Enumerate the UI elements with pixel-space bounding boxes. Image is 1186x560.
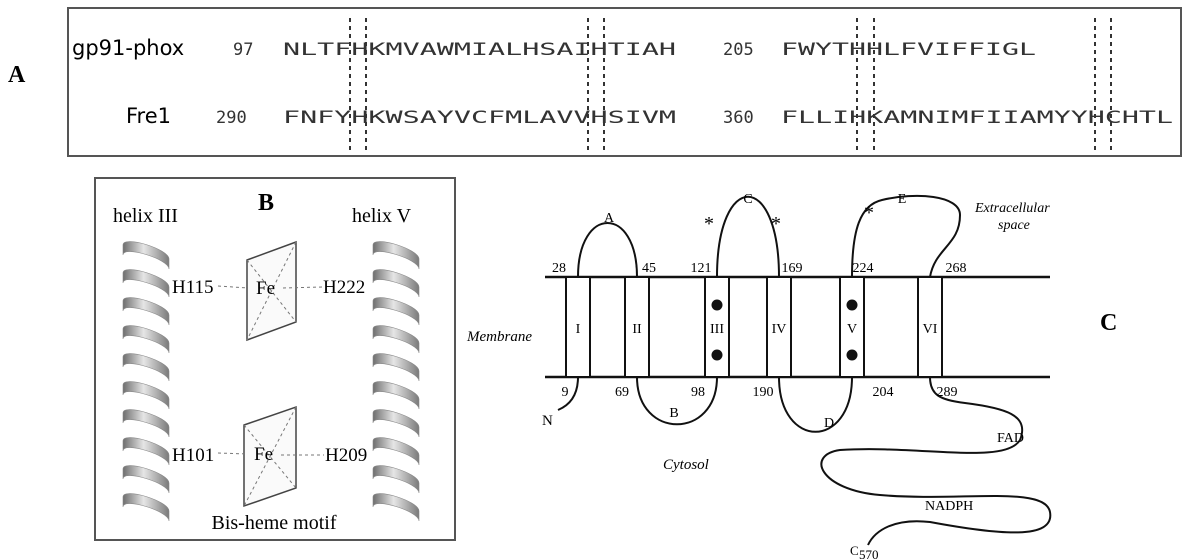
helix-turn <box>122 437 170 466</box>
heme-dot <box>846 349 858 361</box>
c-terminus-tail <box>820 376 1052 546</box>
n-terminus-label: N <box>542 413 553 429</box>
helix-label-v: V <box>847 322 857 337</box>
heme-dot <box>711 299 723 311</box>
bis-heme-caption: Bis-heme motif <box>212 512 337 534</box>
helix-turn <box>372 325 420 354</box>
heme-bottom-bonds <box>217 406 324 507</box>
sequence-name-fre1: Fre1 <box>126 104 171 128</box>
glycosylation-mark: * <box>771 213 781 235</box>
loop-label-e: E <box>898 192 907 207</box>
helix-turn <box>372 241 420 270</box>
residue-h209: H209 <box>325 445 367 466</box>
loop-label-d: D <box>824 416 834 431</box>
panel-a-label: A <box>8 62 26 88</box>
sequence-gp91-segment-1: NLTFHKMVAWMIALHSAIHTIAH <box>283 40 676 60</box>
residue-number-45: 45 <box>642 261 656 276</box>
loop-c <box>716 196 780 278</box>
heme-dot <box>846 299 858 311</box>
tm-helix-ii <box>624 276 650 378</box>
helix-turn <box>372 493 420 522</box>
sequence-name-gp91: gp91-phox <box>72 36 184 60</box>
helix-label-vi: VI <box>923 322 938 337</box>
loop-a <box>577 222 638 278</box>
residue-number-224: 224 <box>853 261 874 276</box>
residue-number-169: 169 <box>782 261 803 276</box>
helix-turn <box>122 409 170 438</box>
helix-label-i: I <box>576 322 581 337</box>
helix-turn <box>372 437 420 466</box>
sequence-start-fre1-1: 290 <box>216 108 247 128</box>
residue-number-9: 9 <box>562 385 569 400</box>
helix-label-iii: III <box>710 322 724 337</box>
loop-e <box>851 194 962 278</box>
c-terminus-label: C <box>850 543 859 558</box>
sequence-fre1-segment-1: FNFYHKWSAYVCFMLAVVHSIVM <box>283 108 676 128</box>
extracellular-label: Extracellular <box>974 201 1050 216</box>
residue-number-69: 69 <box>615 385 629 400</box>
helix-iii-ribbon <box>122 241 170 522</box>
residue-h101: H101 <box>172 445 214 466</box>
cytosol-label: Cytosol <box>663 457 709 473</box>
residue-number-204: 204 <box>873 385 894 400</box>
loop-d <box>778 376 853 433</box>
panel-a-box <box>67 7 1182 157</box>
loop-label-a: A <box>604 211 615 226</box>
extracellular-space-label: space <box>998 218 1030 233</box>
glycosylation-mark: * <box>704 213 714 235</box>
loop-label-c: C <box>743 192 752 207</box>
residue-number-289: 289 <box>937 385 958 400</box>
nadph-domain-label: NADPH <box>925 499 973 514</box>
helix-label-ii: II <box>632 322 642 337</box>
helix-turn <box>122 493 170 522</box>
residue-number-28: 28 <box>552 261 566 276</box>
loop-b <box>636 376 718 426</box>
residue-number-190: 190 <box>753 385 774 400</box>
residue-h115: H115 <box>172 277 214 298</box>
sequence-start-fre1-2: 360 <box>723 108 754 128</box>
helix-turn <box>372 353 420 382</box>
residue-number-121: 121 <box>691 261 712 276</box>
heme-dot <box>711 349 723 361</box>
helix-turn <box>122 465 170 494</box>
helix-turn <box>122 353 170 382</box>
residue-h222: H222 <box>323 277 365 298</box>
sequence-start-gp91-2: 205 <box>723 40 754 60</box>
helix-turn <box>122 325 170 354</box>
helix-iii-label: helix III <box>113 205 178 227</box>
heme-top-fe: Fe <box>256 278 275 299</box>
helix-turn <box>372 465 420 494</box>
heme-top-bonds <box>217 241 323 341</box>
membrane-label: Membrane <box>466 329 532 345</box>
c-terminus-number: 570 <box>859 547 879 560</box>
sequence-start-gp91-1: 97 <box>233 40 253 60</box>
helix-turn <box>372 269 420 298</box>
helix-v-label: helix V <box>352 205 412 227</box>
n-terminus-tail <box>557 376 579 411</box>
helix-v-ribbon <box>372 241 420 522</box>
histidine-alignment-markers <box>349 18 1112 150</box>
helix-turn <box>122 381 170 410</box>
fad-domain-label: FAD <box>997 431 1024 446</box>
loop-label-b: B <box>669 406 678 421</box>
helix-turn <box>122 269 170 298</box>
helix-label-iv: IV <box>772 322 787 337</box>
residue-number-98: 98 <box>691 385 705 400</box>
panel-c-label: C <box>1100 310 1117 336</box>
helix-turn <box>122 241 170 270</box>
helix-turn <box>372 409 420 438</box>
sequence-gp91-segment-2: FWYTHHLFVIFFIGL <box>781 40 1036 60</box>
sequence-fre1-segment-2: FLLIHKAMNIMFIIAMYYHCHTL <box>781 108 1173 128</box>
heme-bottom-fe: Fe <box>254 444 273 465</box>
tm-helix-iv <box>766 276 792 378</box>
helix-turn <box>372 381 420 410</box>
panel-b-label: B <box>258 190 274 216</box>
helix-turn <box>122 297 170 326</box>
helix-turn <box>372 297 420 326</box>
residue-number-268: 268 <box>946 261 967 276</box>
glycosylation-mark: * <box>864 202 874 224</box>
